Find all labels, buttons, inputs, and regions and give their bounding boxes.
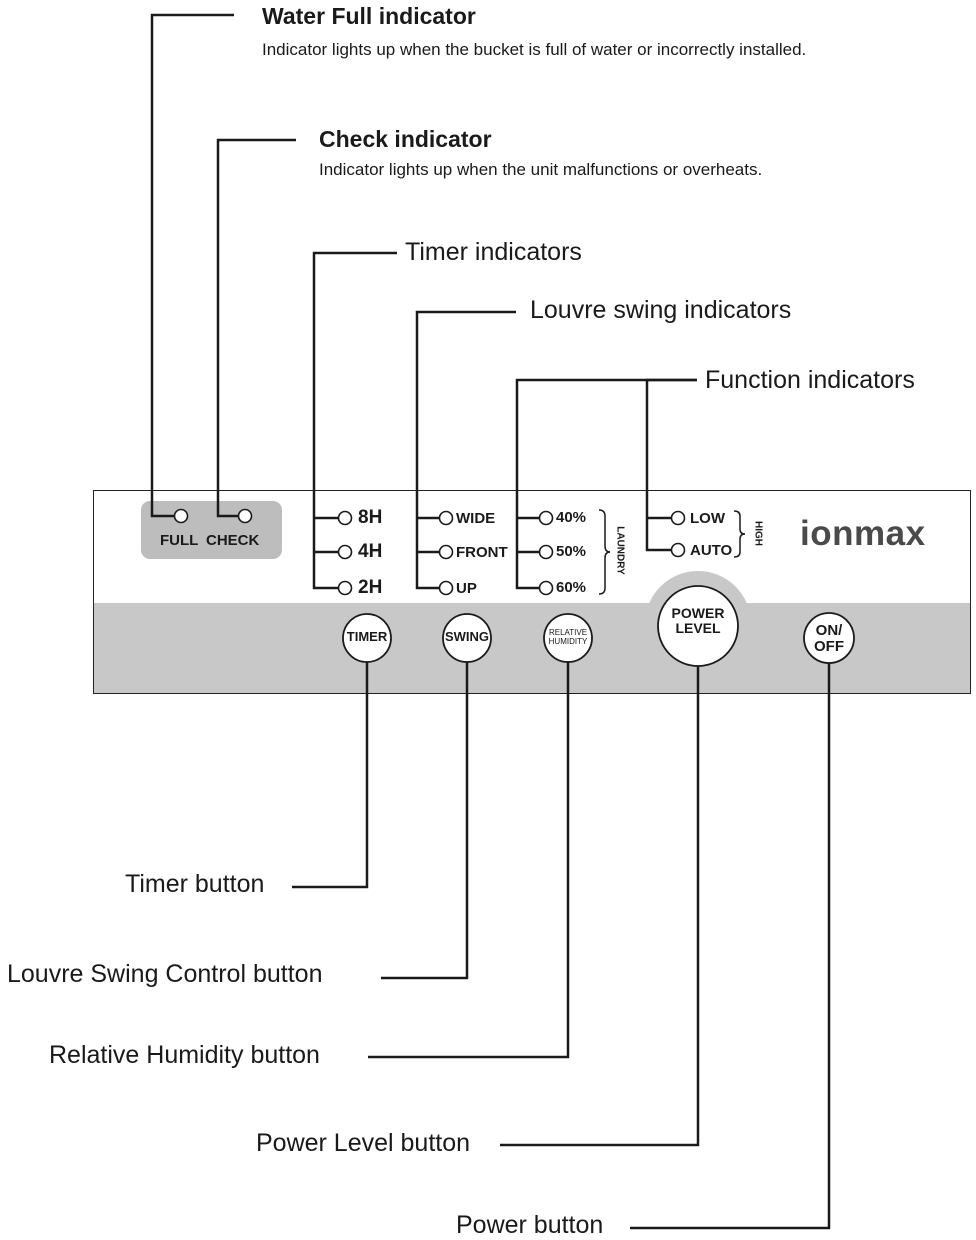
swing-mode-up: UP [456,580,477,597]
auto-led-icon [670,542,686,558]
full-label: FULL [160,532,199,549]
humidity-50-led-icon [538,544,554,560]
leader-timer-button [292,650,369,889]
leader-power-level-button [500,663,700,1147]
swing-mode-wide: WIDE [456,510,496,527]
swing-button-circle [442,613,492,663]
swing-button[interactable]: SWING [443,630,491,644]
timer-level-4h: 4H [358,541,383,562]
louvre-swing-indicators-label: Louvre swing indicators [530,296,792,324]
relative-humidity-label-2: HUMIDITY [548,637,588,647]
leader-swing-indicators [415,310,516,590]
function-mode-low: LOW [690,510,725,527]
timer-4h-led-icon [337,544,353,560]
relative-humidity-button[interactable]: RELATIVE HUMIDITY [544,628,592,646]
low-led-icon [670,510,686,526]
power-button-callout: Power button [456,1211,604,1239]
laundry-brace-icon [598,509,611,595]
water-full-desc: Indicator lights up when the bucket is f… [262,40,807,59]
function-mode-auto: AUTO [690,542,733,559]
swing-wide-led-icon [438,510,454,526]
leader-check [216,138,296,518]
leader-power-button [630,652,831,1230]
high-label: HIGH [752,521,764,546]
function-indicators-label: Function indicators [705,366,915,394]
humidity-60-led-icon [538,580,554,596]
high-brace-icon [733,510,746,558]
humidity-level-60: 60% [556,579,587,596]
full-led-icon [173,508,189,524]
humidity-level-40: 40% [556,509,587,526]
check-label: CHECK [206,532,260,549]
louvre-swing-button-callout: Louvre Swing Control button [7,960,323,988]
on-off-button-circle [803,612,855,664]
indicator-box [141,501,282,559]
on-off-button[interactable]: ON/ OFF [804,623,854,655]
power-level-button-circle [657,585,739,667]
relative-humidity-button-callout: Relative Humidity button [49,1041,320,1069]
humidity-button-circle [543,613,593,663]
timer-level-2h: 2H [358,577,383,598]
relative-humidity-label-1: RELATIVE [548,628,588,637]
swing-front-led-icon [438,544,454,560]
power-level-button-callout: Power Level button [256,1129,471,1157]
leader-swing-button [381,650,469,980]
timer-button-circle [342,613,392,663]
timer-button-callout: Timer button [125,870,265,898]
power-level-label-1: POWER [671,605,725,621]
check-title: Check indicator [319,126,492,152]
power-level-label-2: LEVEL [675,619,721,636]
on-off-label-1: ON/ [815,622,843,639]
leader-function-indicators [515,378,697,590]
swing-button-label: SWING [444,629,490,644]
timer-button-label: TIMER [346,629,388,644]
humidity-40-led-icon [538,510,554,526]
leader-water-full [150,13,234,518]
brand-logo: ionmax [800,514,926,553]
leader-timer-indicators [312,251,397,590]
laundry-label: LAUNDRY [614,526,626,575]
timer-button[interactable]: TIMER [343,630,391,644]
power-level-button[interactable]: POWER LEVEL [660,606,736,635]
swing-up-led-icon [438,580,454,596]
timer-8h-led-icon [337,510,353,526]
check-desc: Indicator lights up when the unit malfun… [319,160,763,179]
timer-level-8h: 8H [358,507,383,528]
timer-2h-led-icon [337,580,353,596]
check-led-icon [237,508,253,524]
on-off-label-2: OFF [814,637,844,655]
humidity-level-50: 50% [556,543,587,560]
timer-indicators-label: Timer indicators [405,238,582,266]
water-full-title: Water Full indicator [262,3,476,29]
leader-humidity-button [368,655,570,1059]
swing-mode-front: FRONT [456,544,508,561]
